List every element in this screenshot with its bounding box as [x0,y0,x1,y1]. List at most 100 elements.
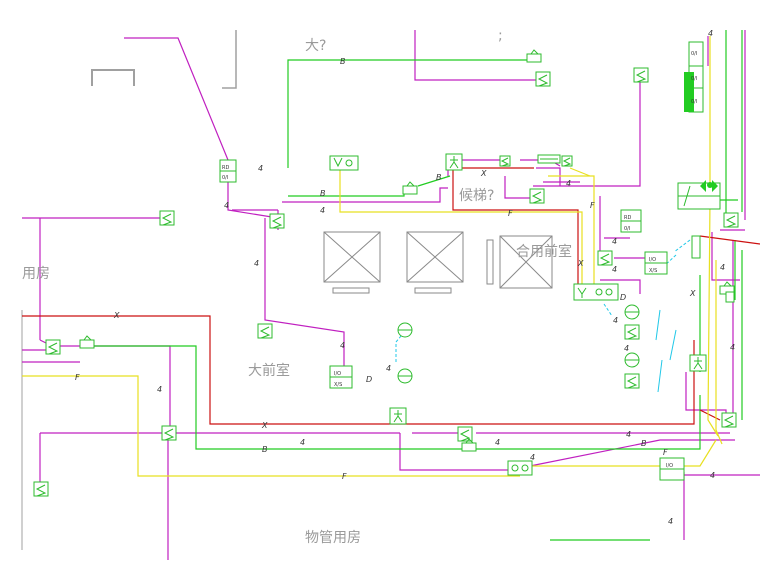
triangle-icon [700,180,718,192]
wire-count: 4 [720,263,725,272]
wire-code-x: X [261,421,268,430]
device-tag-oi: 0/I [624,226,630,232]
valve-icon [624,304,640,320]
room-label-top-left: 大? [305,38,326,54]
smoke-detector-icon [33,481,49,497]
valve-icon [624,352,640,368]
node-icon [707,182,713,188]
device-tag-xs: X/S [334,382,342,388]
speaker-icon [689,354,707,372]
valve-icon [691,235,701,259]
room-label-stair: 候梯? [459,188,494,204]
smoke-detector-icon [561,155,573,167]
wire-count: 4 [300,438,305,447]
alarm-bell-icon [402,181,418,195]
elevator-shafts [323,231,553,294]
device-tag-rd: RD [222,165,229,171]
alarm-bell-icon [526,49,542,63]
wire-code-f: F [590,201,595,210]
smoke-detector-icon [499,155,511,167]
wire-count: 4 [258,164,263,173]
devices [33,41,739,497]
yellow-wiring [22,36,723,477]
alarm-bell-icon [79,335,95,349]
wire-code-x: X [577,259,584,268]
wire-code-x: X [689,289,696,298]
room-label-top-center: ; [498,28,503,44]
wire-code-f: F [508,209,513,218]
smoke-detector-icon [597,250,613,266]
room-label-left: 用房 [22,266,50,282]
wire-code-d: D [366,375,372,384]
wire-code-f: F [75,373,80,382]
wire-count: 4 [613,316,618,325]
wire-count: 4 [624,344,629,353]
green-panel-bar [684,72,694,112]
elevator-column [486,239,494,285]
wire-count: 4 [612,237,617,246]
wire-code-d: D [620,293,626,302]
wire-count: 4 [340,341,345,350]
device-tag-io: I/O [666,463,673,469]
smoke-detector-icon [269,213,285,229]
elevator-shaft-1 [323,231,381,283]
device-tag-rd: RD [624,215,631,221]
cyan-dashes [655,309,677,393]
smoke-detector-icon [624,373,640,389]
wire-count: 4 [668,517,673,526]
wire-count: 4 [254,259,259,268]
device-tag-oi: 0/I [222,175,228,181]
smoke-detector-icon [159,210,175,226]
wire-code-b: B [262,445,268,454]
wire-count: 4 [320,206,325,215]
wire-count: 4 [386,364,391,373]
fire-button-icon [329,155,359,171]
device-tag-xs: X/S [649,268,657,274]
wire-code-f: F [663,448,668,457]
device-tag-io: I/O [334,371,341,377]
device-tag-io: I/O [649,257,656,263]
speaker-icon [445,153,463,171]
magenta-wiring [22,30,760,560]
panel-icon [537,154,561,164]
wire-count: 4 [708,29,713,38]
wire-code-b: B [340,57,346,66]
device-tag-oi: 0/I [691,99,697,105]
module-icon [620,209,642,233]
wire-count: 4 [730,343,735,352]
room-label-shared: 合用前室 [516,243,572,260]
wire-code-x: X [113,311,120,320]
module-icon [644,251,668,275]
wire-count: 4 [626,430,631,439]
walls [21,30,237,550]
module-icon [329,365,353,389]
smoke-detector-icon [45,339,61,355]
wire-code-b: B [641,439,647,448]
elevator-door-2 [414,287,452,294]
smoke-detector-icon [257,323,273,339]
alarm-bell-icon [461,438,477,452]
room-label-bottom: 物管用房 [305,530,361,546]
smoke-detector-icon [633,67,649,83]
device-tag-oi: 0/I [691,76,697,82]
device-tag-oi: 0/I [691,51,697,57]
wire-count-labels: 4 4 4 4 4 4 4 4 4 4 4 4 4 4 4 4 4 4 4 4 … [157,29,735,526]
smoke-detector-icon [721,412,737,428]
wire-count: 4 [566,179,571,188]
fire-button-icon [573,283,619,301]
speaker-icon [389,407,407,425]
smoke-detector-icon [723,212,739,228]
wire-count: 4 [224,201,229,210]
wire-code-x: X [480,169,487,178]
wire-count: 4 [157,385,162,394]
red-wiring [22,167,760,425]
wall-fragment-topleft [91,69,135,86]
wire-code-f: F [342,472,347,481]
elevator-shaft-2 [406,231,464,283]
smoke-detector-icon [529,188,545,204]
valve-icon [725,291,735,303]
module-icon [219,159,237,183]
elevator-shaft-3 [499,235,553,289]
